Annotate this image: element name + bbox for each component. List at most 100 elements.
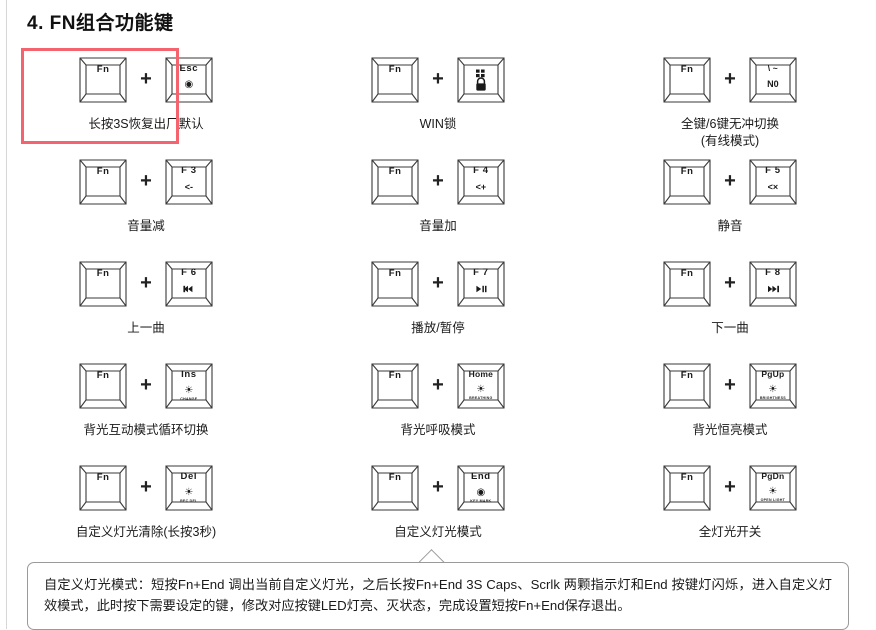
f6-keycap[interactable]: F 6	[163, 258, 215, 310]
combo-caption: 上一曲	[127, 321, 165, 335]
combo-caption: 音量加	[419, 219, 457, 233]
combo-keys: Fn +	[77, 252, 215, 316]
combo-keys: Fn + PgUp	[661, 354, 799, 418]
combo-play-pause[interactable]: Fn +	[292, 252, 584, 337]
esc-keycap[interactable]: Esc ◉	[163, 54, 215, 106]
combo-volume-down[interactable]: Fn + F 3	[0, 150, 292, 235]
combo-keys: Fn + F 4	[369, 150, 507, 214]
page-title: 4. FN组合功能键	[27, 13, 174, 34]
combo-mute[interactable]: Fn + F 5	[584, 150, 876, 235]
plus-symbol: +	[140, 374, 152, 396]
fn-keycap[interactable]: Fn	[661, 156, 713, 208]
fn-keycap[interactable]: Fn	[661, 360, 713, 412]
combo-caption: 长按3S恢复出厂默认	[88, 117, 204, 131]
fn-keycap[interactable]: Fn	[369, 54, 421, 106]
combo-keys: Fn +	[661, 252, 799, 316]
plus-symbol: +	[724, 170, 736, 192]
plus-symbol: +	[140, 476, 152, 498]
combo-win-lock[interactable]: Fn +	[292, 48, 584, 133]
combo-caption: 自定义灯光模式	[394, 525, 482, 539]
combo-keys: Fn + \ ~	[661, 48, 799, 112]
combo-keys: Fn + End	[369, 456, 507, 520]
note-text: 自定义灯光模式：短按Fn+End 调出当前自定义灯光，之后长按Fn+End 3S…	[44, 577, 832, 614]
f5-keycap[interactable]: F 5 <×	[747, 156, 799, 208]
combo-custom-light-mode[interactable]: Fn + End	[292, 456, 584, 541]
combo-backlight-breathing[interactable]: Fn + Home	[292, 354, 584, 439]
win-lock-keycap[interactable]	[455, 54, 507, 106]
note-box: 自定义灯光模式：短按Fn+End 调出当前自定义灯光，之后长按Fn+End 3S…	[27, 562, 849, 630]
end-keycap[interactable]: End ◉ KEY MARK	[455, 462, 507, 514]
custom-light-note: 自定义灯光模式：短按Fn+End 调出当前自定义灯光，之后长按Fn+End 3S…	[27, 562, 849, 630]
plus-symbol: +	[432, 374, 444, 396]
fn-combo-grid: Fn + Esc	[0, 48, 876, 558]
combo-nkro-toggle[interactable]: Fn + \ ~	[584, 48, 876, 150]
fn-keycap[interactable]: Fn	[77, 462, 129, 514]
plus-symbol: +	[432, 272, 444, 294]
del-keycap[interactable]: Del ☀ REC DEL	[163, 462, 215, 514]
fn-keycap[interactable]: Fn	[369, 462, 421, 514]
combo-row-2: Fn + F 3	[0, 150, 876, 252]
combo-caption: 播放/暂停	[411, 321, 465, 335]
previous-track-icon	[183, 285, 193, 293]
plus-symbol: +	[140, 68, 152, 90]
pgup-keycap[interactable]: PgUp ☀ BRIGHTNESS	[747, 360, 799, 412]
combo-caption: 背光互动模式循环切换	[83, 423, 209, 437]
combo-caption: WIN锁	[419, 117, 457, 131]
ins-keycap[interactable]: Ins ☀ CHANGE	[163, 360, 215, 412]
plus-symbol: +	[432, 68, 444, 90]
f4-keycap[interactable]: F 4 <+	[455, 156, 507, 208]
nkro-keycap[interactable]: \ ~ N0	[747, 54, 799, 106]
fn-keycap[interactable]: Fn	[661, 462, 713, 514]
play-pause-icon	[476, 285, 487, 293]
combo-previous-track[interactable]: Fn +	[0, 252, 292, 337]
combo-caption: 背光呼吸模式	[400, 423, 476, 437]
combo-all-lights-toggle[interactable]: Fn + PgDn	[584, 456, 876, 541]
combo-caption: 全灯光开关	[698, 525, 762, 539]
plus-symbol: +	[140, 272, 152, 294]
f8-keycap[interactable]: F 8	[747, 258, 799, 310]
plus-symbol: +	[140, 170, 152, 192]
fn-keycap[interactable]: Fn	[77, 360, 129, 412]
plus-symbol: +	[432, 170, 444, 192]
combo-volume-up[interactable]: Fn + F 4	[292, 150, 584, 235]
combo-row-4: Fn + Ins	[0, 354, 876, 456]
combo-backlight-mode-cycle[interactable]: Fn + Ins	[0, 354, 292, 439]
combo-keys: Fn + F 5	[661, 150, 799, 214]
combo-next-track[interactable]: Fn +	[584, 252, 876, 337]
fn-keycap[interactable]: Fn	[369, 258, 421, 310]
plus-symbol: +	[724, 374, 736, 396]
plus-symbol: +	[724, 476, 736, 498]
combo-factory-reset[interactable]: Fn + Esc	[0, 48, 292, 133]
fn-keycap[interactable]: Fn	[661, 258, 713, 310]
combo-caption: 下一曲	[711, 321, 749, 335]
fn-keycap[interactable]: Fn	[77, 156, 129, 208]
fn-keycap[interactable]: Fn	[77, 258, 129, 310]
fn-keycap[interactable]: Fn	[661, 54, 713, 106]
combo-keys: Fn + PgDn	[661, 456, 799, 520]
page-left-rule	[6, 0, 7, 629]
f3-keycap[interactable]: F 3 <-	[163, 156, 215, 208]
combo-caption: 背光恒亮模式	[692, 423, 768, 437]
windows-icon	[475, 69, 485, 78]
combo-row-1: Fn + Esc	[0, 48, 876, 150]
f7-keycap[interactable]: F 7	[455, 258, 507, 310]
combo-custom-light-clear[interactable]: Fn + Del	[0, 456, 292, 541]
combo-backlight-steady[interactable]: Fn + PgUp	[584, 354, 876, 439]
lock-icon	[476, 77, 486, 91]
combo-caption: 音量减	[127, 219, 165, 233]
fn-keycap[interactable]: Fn	[369, 156, 421, 208]
combo-row-3: Fn +	[0, 252, 876, 354]
fn-keycap[interactable]: Fn	[77, 54, 129, 106]
plus-symbol: +	[432, 476, 444, 498]
pgdn-keycap[interactable]: PgDn ☀ OPEN LIGHT	[747, 462, 799, 514]
plus-symbol: +	[724, 68, 736, 90]
fn-keycap[interactable]: Fn	[369, 360, 421, 412]
combo-keys: Fn +	[369, 48, 507, 112]
combo-caption: 自定义灯光清除(长按3秒)	[75, 525, 217, 539]
combo-keys: Fn + F 3	[77, 150, 215, 214]
home-keycap[interactable]: Home ☀ BREATHING	[455, 360, 507, 412]
combo-caption: 全键/6键无冲切换 (有线模式)	[681, 117, 779, 148]
plus-symbol: +	[724, 272, 736, 294]
combo-keys: Fn + Esc	[77, 48, 215, 112]
